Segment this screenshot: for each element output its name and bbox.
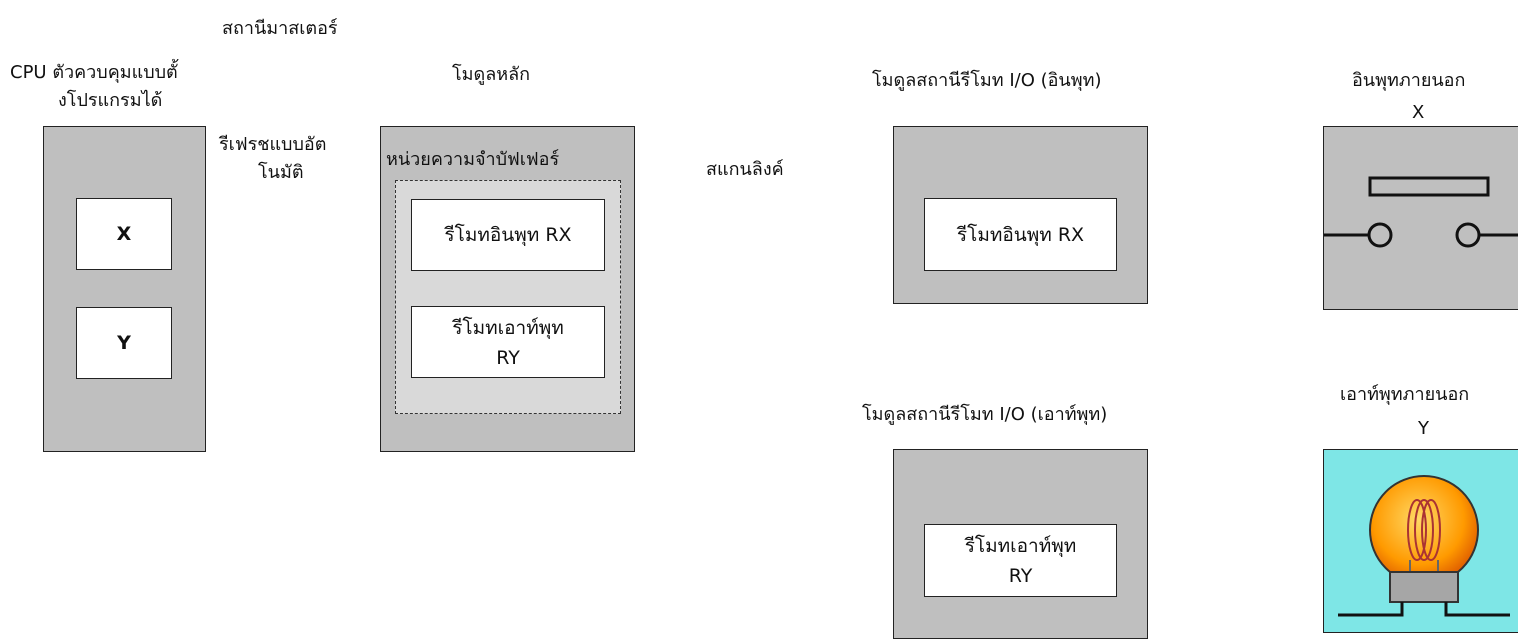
lamp-icon: [1338, 475, 1510, 617]
external-output-lamp-box: [1323, 449, 1518, 633]
auto-refresh-line1: รีเฟรชแบบอัต: [219, 134, 327, 155]
main-rx-label: รีโมทอินพุท RX: [444, 224, 572, 246]
remote-input-rx-area: รีโมทอินพุท RX: [924, 198, 1117, 271]
external-input-switch-box: [1323, 126, 1518, 310]
master-station-label: สถานีมาสเตอร์: [222, 18, 338, 39]
main-rx-area: รีโมทอินพุท RX: [411, 199, 605, 271]
auto-refresh-line2: โนมัติ: [258, 162, 304, 183]
external-input-label-line2: X: [1412, 102, 1425, 123]
external-input-label-line1: อินพุทภายนอก: [1352, 70, 1466, 91]
cpu-x-device: X: [76, 198, 172, 270]
push-button-switch-icon: [1324, 176, 1518, 248]
external-output-label-line1: เอาท์พุทภายนอก: [1340, 384, 1470, 405]
link-scan-label: สแกนลิงค์: [706, 159, 784, 180]
cpu-label-line2: งโปรแกรมได้: [58, 90, 163, 111]
remote-input-module-title: โมดูลสถานีรีโมท I/O (อินพุท): [872, 70, 1102, 91]
remote-input-rx-label: รีโมทอินพุท RX: [956, 223, 1085, 246]
cpu-y-device: Y: [76, 307, 172, 379]
remote-output-ry-line2: RY: [1008, 565, 1033, 587]
cpu-x-label: X: [116, 223, 132, 245]
main-module-title: โมดูลหลัก: [452, 64, 531, 85]
cpu-y-label: Y: [117, 332, 131, 354]
external-output-label-line2: Y: [1418, 418, 1429, 439]
main-ry-label-line2: RY: [496, 347, 520, 369]
remote-output-module-title: โมดูลสถานีรีโมท I/O (เอาท์พุท): [862, 404, 1108, 425]
buffer-memory-title: หน่วยความจำบัฟเฟอร์: [386, 149, 560, 170]
main-ry-area: รีโมทเอาท์พุท RY: [411, 306, 605, 378]
cpu-module: [43, 126, 206, 452]
main-ry-label-line1: รีโมทเอาท์พุท: [452, 317, 564, 339]
cpu-label-line1: CPU ตัวควบคุมแบบตั้: [10, 62, 178, 83]
remote-output-ry-area: รีโมทเอาท์พุท RY: [924, 524, 1117, 597]
remote-output-ry-line1: รีโมทเอาท์พุท: [964, 535, 1077, 557]
